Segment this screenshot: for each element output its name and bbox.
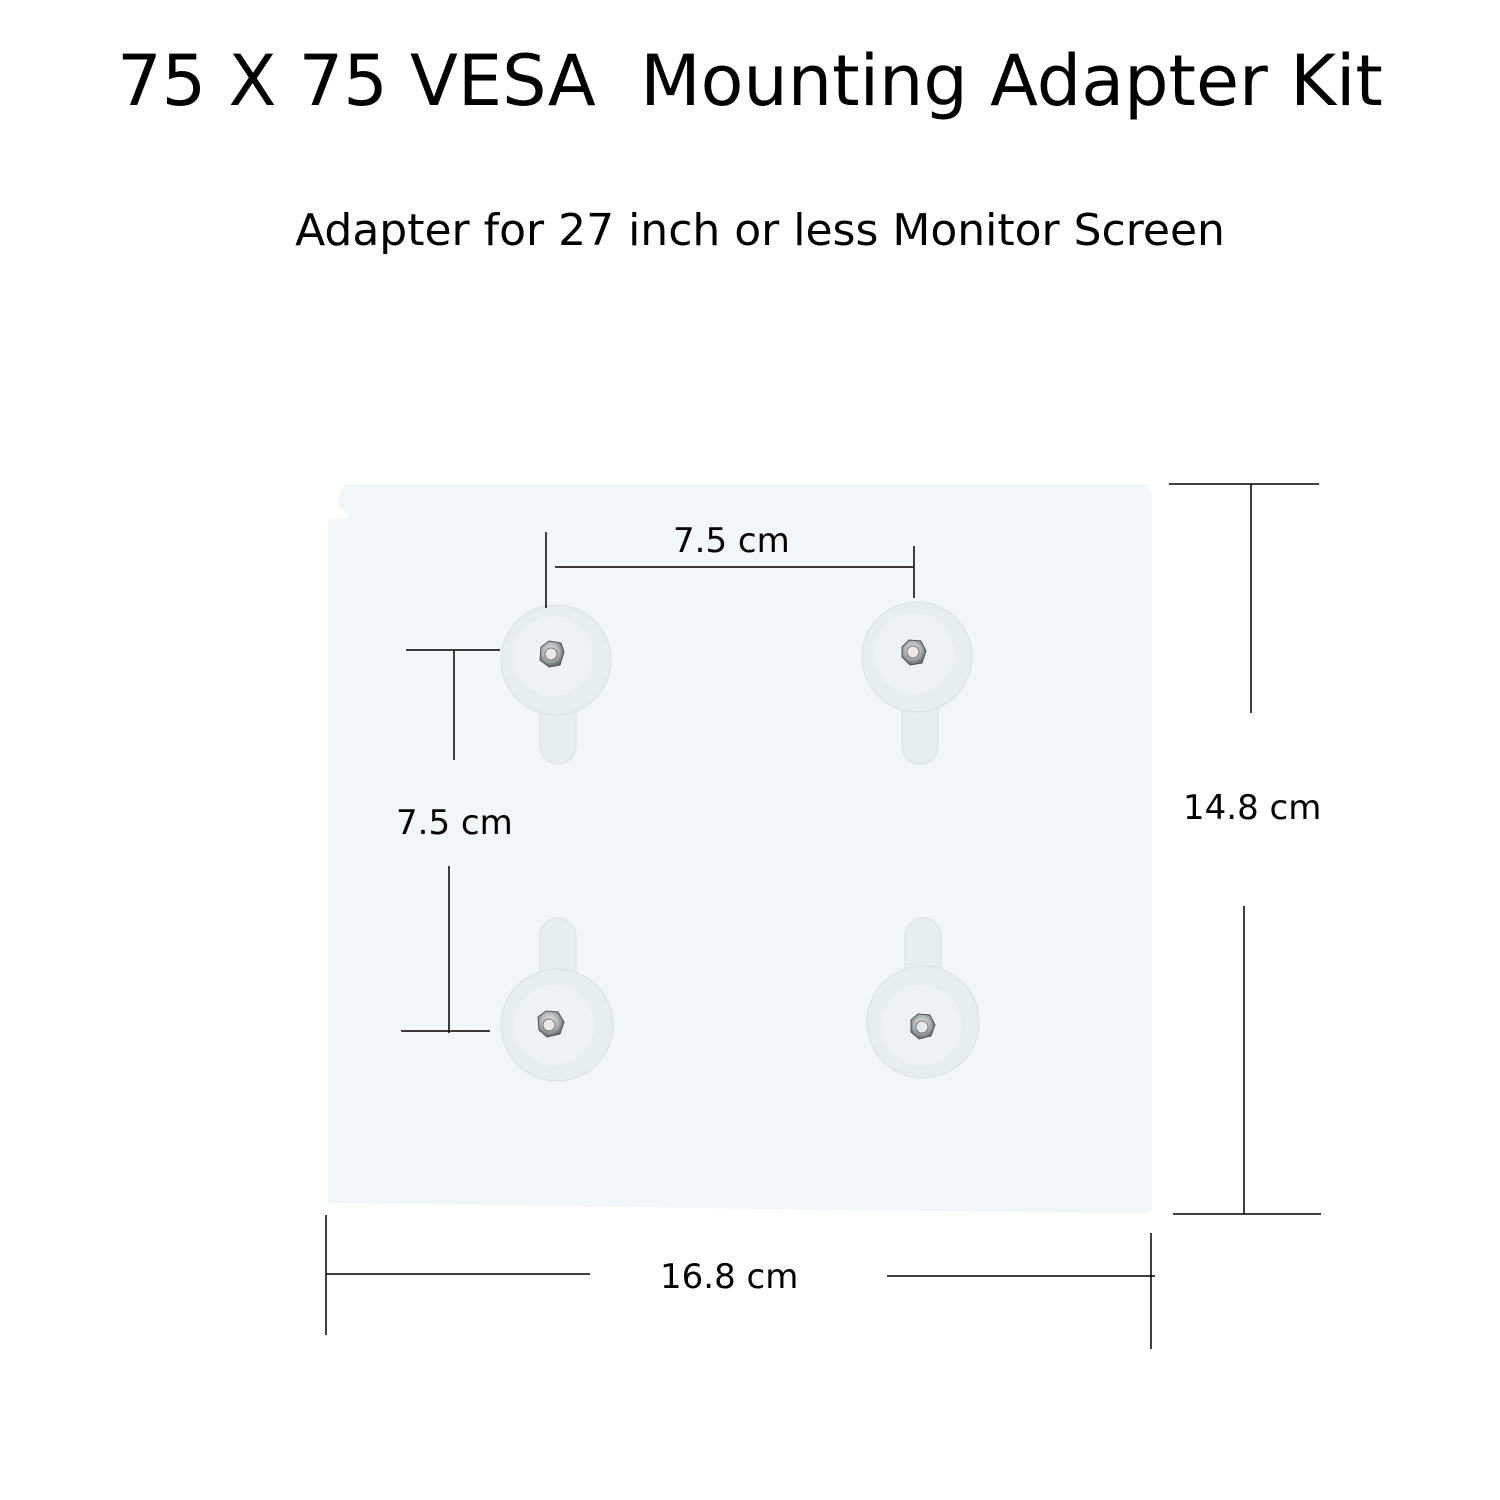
mount-bottom-right-icon [866, 917, 980, 1079]
plate-height-label: 14.8 cm [1183, 788, 1322, 828]
hole-spacing-vertical-label: 7.5 cm [396, 803, 513, 843]
mount-top-left-icon [500, 604, 612, 765]
dimension-lines [325, 483, 1321, 1349]
mount-bottom-left-icon [500, 917, 614, 1082]
page-title: 75 X 75 VESA Mounting Adapter Kit [117, 40, 1383, 122]
plate-width-label: 16.8 cm [660, 1257, 799, 1297]
adapter-plate [328, 484, 1152, 1214]
page-subtitle: Adapter for 27 inch or less Monitor Scre… [295, 205, 1225, 256]
hole-spacing-horizontal-label: 7.5 cm [673, 521, 790, 561]
mount-top-right-icon [861, 601, 973, 765]
